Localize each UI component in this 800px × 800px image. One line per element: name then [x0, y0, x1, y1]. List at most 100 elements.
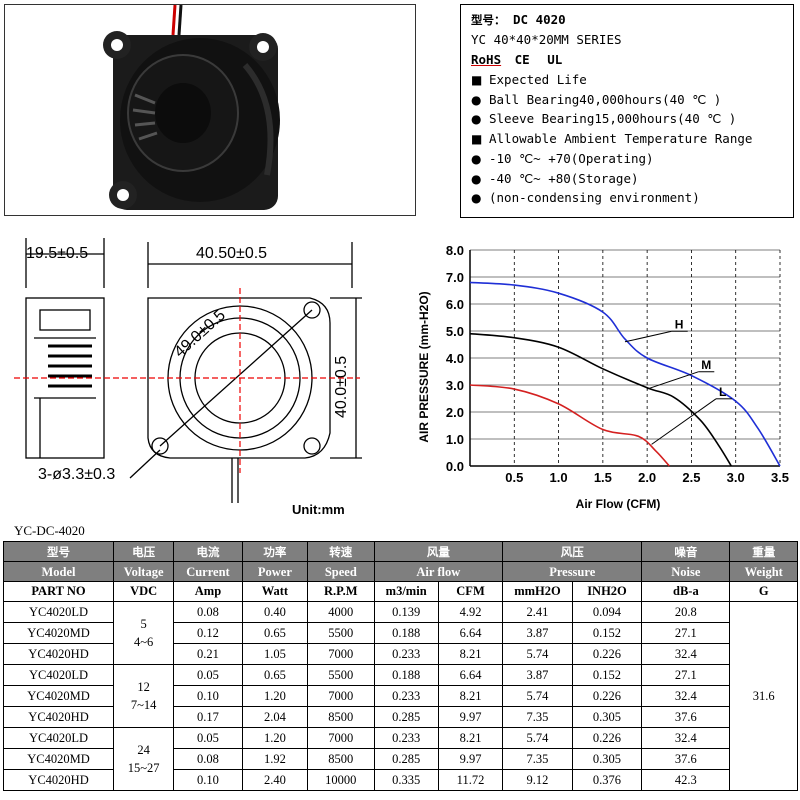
spec-item-text: -40 ℃~ +80(Storage) [489, 171, 639, 186]
speed-cell: 8500 [307, 748, 375, 770]
pressure-inh2o-cell: 0.152 [571, 622, 643, 644]
spec-table: 型号 电压 电流 功率 转速 风量 风压 噪音 重量 Model Voltage… [2, 541, 798, 791]
current-cell: 0.08 [173, 601, 243, 623]
y-tick-label: 2.0 [446, 405, 464, 420]
y-tick-label: 4.0 [446, 351, 464, 366]
spec-item: ● -40 ℃~ +80(Storage) [471, 171, 639, 186]
voltage-nominal: 5 [140, 617, 147, 631]
y-tick-label: 1.0 [446, 432, 464, 447]
y-tick-label: 3.0 [446, 378, 464, 393]
weight-cell: 31.6 [729, 601, 798, 791]
header-model: Model [2, 561, 115, 582]
pressure-mmh2o-cell: 7.35 [502, 748, 573, 770]
speed-cell: 7000 [307, 685, 375, 707]
pressure-inh2o-cell: 0.152 [571, 664, 643, 686]
spec-item: ● Sleeve Bearing15,000hours(40 ℃ ) [471, 111, 736, 126]
header-weight: Weight [729, 561, 798, 582]
rohs-label: RoHS [471, 52, 502, 67]
header-airflow: Air flow [373, 561, 504, 582]
unit-inh2o: INH2O [571, 581, 643, 602]
units-row: PART NO VDC Amp Watt R.P.M m3/min CFM mm… [2, 581, 798, 602]
series-leader-line [624, 330, 672, 343]
unit-part-no: PART NO [2, 581, 115, 602]
header-cn-voltage: 电压 [113, 541, 175, 562]
series-label: L [719, 385, 726, 399]
x-tick-label: 3.0 [727, 470, 745, 485]
spec-box: 型号： DC 4020 YC 40*40*20MM SERIES RoHS CE… [460, 4, 794, 218]
front-width-dimension: 40.50±0.5 [196, 245, 267, 262]
pressure-inh2o-cell: 0.226 [571, 685, 643, 707]
noise-cell: 20.8 [641, 601, 731, 623]
x-tick-label: 2.5 [682, 470, 700, 485]
y-tick-label: 0.0 [446, 459, 464, 474]
spec-item-text: Ball Bearing40,000hours(40 ℃ ) [489, 92, 722, 107]
part-no-cell: YC4020LD [2, 727, 115, 749]
square-bullet-icon: ■ [471, 132, 483, 146]
speed-cell: 5500 [307, 664, 375, 686]
noise-cell: 32.4 [641, 727, 731, 749]
unit-g: G [729, 581, 798, 602]
x-axis-title: Air Flow (CFM) [576, 497, 661, 511]
pressure-inh2o-cell: 0.376 [571, 769, 643, 791]
airflow-cfm-cell: 6.64 [437, 622, 504, 644]
header-cn-power: 功率 [241, 541, 309, 562]
series-line-h [469, 281, 781, 467]
unit-watt: Watt [241, 581, 309, 602]
spec-item-text: Sleeve Bearing15,000hours(40 ℃ ) [489, 111, 737, 126]
power-cell: 1.92 [241, 748, 309, 770]
unit-label: Unit:mm [292, 502, 345, 517]
header-voltage: Voltage [113, 561, 175, 582]
pressure-inh2o-cell: 0.094 [571, 601, 643, 623]
dot-bullet-icon: ● [471, 172, 482, 186]
voltage-range: 15~27 [127, 761, 160, 775]
y-tick-label: 8.0 [446, 243, 464, 258]
airflow-m3min-cell: 0.233 [373, 685, 439, 707]
voltage-range: 7~14 [130, 698, 157, 712]
speed-cell: 10000 [307, 769, 375, 791]
unit-mmh2o: mmH2O [502, 581, 573, 602]
current-cell: 0.10 [173, 769, 243, 791]
certifications: RoHS CE UL [471, 52, 562, 67]
y-axis-title: AIR PRESSURE (mm-H2O) [417, 291, 431, 442]
airflow-cfm-cell: 6.64 [437, 664, 504, 686]
unit-rpm: R.P.M [307, 581, 375, 602]
airflow-cfm-cell: 8.21 [437, 685, 504, 707]
header-cn-pressure: 风压 [502, 541, 643, 562]
speed-cell: 4000 [307, 601, 375, 623]
header-cn-current: 电流 [173, 541, 243, 562]
unit-amp: Amp [173, 581, 243, 602]
part-no-cell: YC4020MD [2, 748, 115, 770]
current-cell: 0.05 [173, 727, 243, 749]
speed-cell: 8500 [307, 706, 375, 728]
airflow-m3min-cell: 0.233 [373, 643, 439, 665]
header-cn-model: 型号 [2, 541, 115, 562]
speed-cell: 7000 [307, 643, 375, 665]
airflow-m3min-cell: 0.188 [373, 664, 439, 686]
power-cell: 1.20 [241, 727, 309, 749]
spec-item: ■ Allowable Ambient Temperature Range [471, 131, 752, 146]
airflow-m3min-cell: 0.335 [373, 769, 439, 791]
table-caption: YC-DC-4020 [14, 523, 85, 538]
dot-bullet-icon: ● [471, 112, 482, 126]
airflow-cfm-cell: 4.92 [437, 601, 504, 623]
voltage-nominal: 24 [137, 743, 150, 757]
part-no-cell: YC4020HD [2, 643, 115, 665]
pressure-inh2o-cell: 0.305 [571, 706, 643, 728]
part-no-cell: YC4020HD [2, 769, 115, 791]
model-label-cn: 型号： [471, 13, 506, 27]
airflow-cfm-cell: 8.21 [437, 727, 504, 749]
power-cell: 0.65 [241, 622, 309, 644]
pressure-mmh2o-cell: 5.74 [502, 685, 573, 707]
power-cell: 1.05 [241, 643, 309, 665]
spec-item-text: Allowable Ambient Temperature Range [489, 131, 753, 146]
diagonal-dimension: 49.0±0.5 [171, 307, 229, 361]
voltage-range: 4~6 [133, 635, 154, 649]
square-bullet-icon: ■ [471, 73, 483, 87]
dot-bullet-icon: ● [471, 152, 482, 166]
series-line-m [469, 332, 732, 467]
y-tick-label: 5.0 [446, 324, 464, 339]
